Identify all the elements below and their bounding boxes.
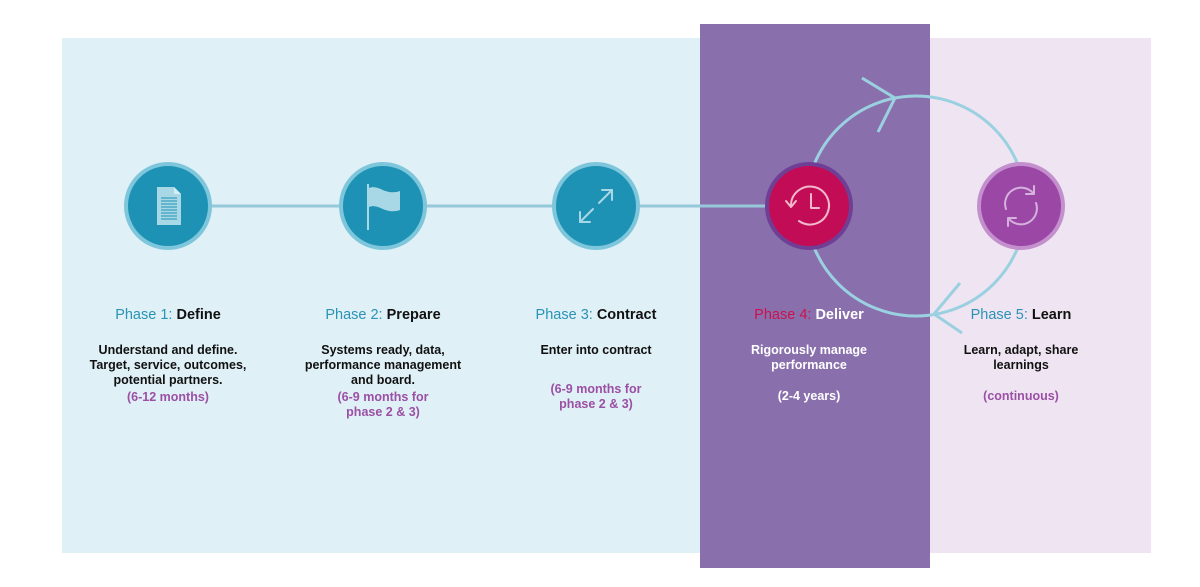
description-line: performance <box>771 358 847 372</box>
phase-duration: (6-9 months for phase 2 & 3) <box>496 382 696 412</box>
duration-line: (6-12 months) <box>127 390 209 404</box>
clock-history-icon <box>785 185 830 226</box>
phase-learn: Phase 5: Learn Learn, adapt, share learn… <box>921 307 1121 404</box>
phase-title: Phase 2: Prepare <box>283 307 483 323</box>
document-icon <box>157 187 181 225</box>
duration-line: (2-4 years) <box>777 389 841 403</box>
description-line: and board. <box>351 373 415 387</box>
phase-number: Phase 2: <box>325 307 383 323</box>
description-line: performance management <box>304 358 462 372</box>
phase-duration: (2-4 years) <box>709 389 909 404</box>
phase-title: Phase 5: Learn <box>921 307 1121 323</box>
phase-number: Phase 3: <box>535 307 593 323</box>
define-prepare-contract-background <box>62 38 700 553</box>
loop-arrow-bottom <box>932 282 963 335</box>
phase-title: Phase 1: Define <box>68 307 268 323</box>
phase-number: Phase 5: <box>970 307 1028 323</box>
description-line: Systems ready, data, <box>321 343 445 357</box>
phase-name: Contract <box>596 307 657 323</box>
flag-icon <box>367 184 400 230</box>
description-line: Target, service, outcomes, <box>89 358 247 372</box>
description-line: Understand and define. <box>98 343 238 357</box>
phase-description: Enter into contract <box>496 343 696 358</box>
phase-title: Phase 3: Contract <box>496 307 696 323</box>
cycle-icon <box>1004 185 1038 227</box>
phase-define: Phase 1: Define Understand and define. T… <box>68 307 268 405</box>
phase-title: Phase 4: Deliver <box>709 307 909 323</box>
phase-number: Phase 1: <box>115 307 173 323</box>
prepare-circle <box>339 162 427 250</box>
loop-arrow-top <box>861 76 897 133</box>
phase-description: Systems ready, data, performance managem… <box>283 343 483 388</box>
description-line: Rigorously manage <box>751 343 867 357</box>
description-line: learnings <box>993 358 1049 372</box>
duration-line: (continuous) <box>983 389 1059 403</box>
phase-name: Define <box>176 307 221 323</box>
deliver-background <box>700 24 930 568</box>
contract-circle <box>552 162 640 250</box>
phase-number: Phase 4: <box>754 307 812 323</box>
phase-deliver: Phase 4: Deliver Rigorously manage perfo… <box>709 307 909 404</box>
duration-line: phase 2 & 3) <box>346 405 420 419</box>
phase-duration: (6-9 months for phase 2 & 3) <box>283 390 483 420</box>
duration-line: (6-9 months for <box>337 390 429 404</box>
description-line: Enter into contract <box>540 343 652 357</box>
phase-description: Rigorously manage performance <box>709 343 909 373</box>
description-line: Learn, adapt, share <box>963 343 1079 357</box>
learn-circle <box>977 162 1065 250</box>
phase-name: Learn <box>1031 307 1072 323</box>
phase-prepare: Phase 2: Prepare Systems ready, data, pe… <box>283 307 483 420</box>
phase-duration: (continuous) <box>921 389 1121 404</box>
deliver-circle <box>765 162 853 250</box>
phase-name: Deliver <box>815 307 864 323</box>
phase-contract: Phase 3: Contract Enter into contract (6… <box>496 307 696 412</box>
phase-description: Understand and define. Target, service, … <box>68 343 268 388</box>
duration-line: (6-9 months for <box>550 382 642 396</box>
expand-arrows-icon <box>579 189 613 223</box>
description-line: potential partners. <box>113 373 223 387</box>
duration-line: phase 2 & 3) <box>559 397 633 411</box>
phase-name: Prepare <box>386 307 441 323</box>
phase-description: Learn, adapt, share learnings <box>921 343 1121 373</box>
phase-duration: (6-12 months) <box>68 390 268 405</box>
define-circle <box>124 162 212 250</box>
learn-background <box>930 38 1151 553</box>
